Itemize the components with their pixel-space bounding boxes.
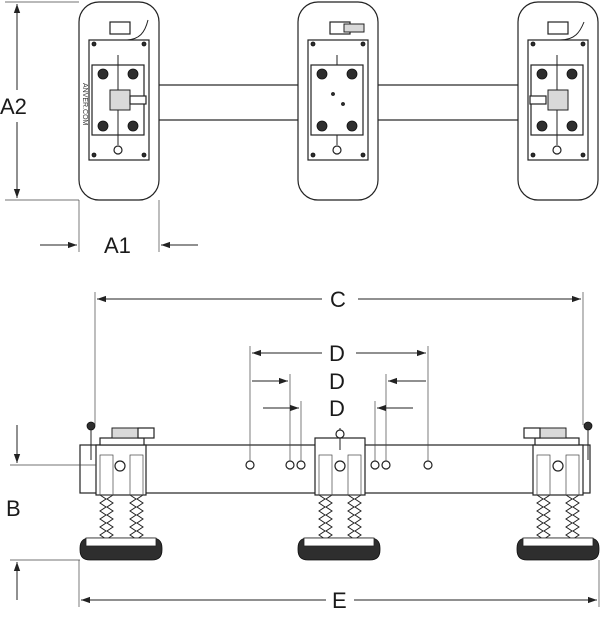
side-unit-center <box>297 428 381 561</box>
top-pad-right <box>517 1 599 201</box>
dimension-d-outer: D <box>249 341 429 461</box>
dimension-d-inner: D <box>263 396 413 461</box>
label-d-middle: D <box>329 369 345 394</box>
brand-text: ANVER.COM <box>81 83 88 126</box>
dimension-b: B <box>6 425 96 600</box>
dimension-c: C <box>94 287 584 425</box>
dimension-e: E <box>78 560 600 613</box>
label-b: B <box>6 496 21 521</box>
label-a2: A2 <box>0 94 27 119</box>
label-c: C <box>330 287 346 312</box>
dimension-a2: A2 <box>0 1 79 201</box>
side-view: C D D D <box>6 287 600 613</box>
top-pad-center <box>297 1 379 201</box>
label-d-inner: D <box>329 396 345 421</box>
top-view: ANVER.COM <box>0 1 599 258</box>
side-unit-left <box>79 421 163 561</box>
top-pad-left: ANVER.COM <box>78 1 160 201</box>
label-e: E <box>332 588 347 613</box>
dimension-d-middle: D <box>252 369 426 461</box>
label-a1: A1 <box>104 233 131 258</box>
beam-holes <box>245 460 433 470</box>
side-unit-right <box>516 421 600 561</box>
dimension-a1: A1 <box>40 200 198 258</box>
label-d-outer: D <box>329 341 345 366</box>
